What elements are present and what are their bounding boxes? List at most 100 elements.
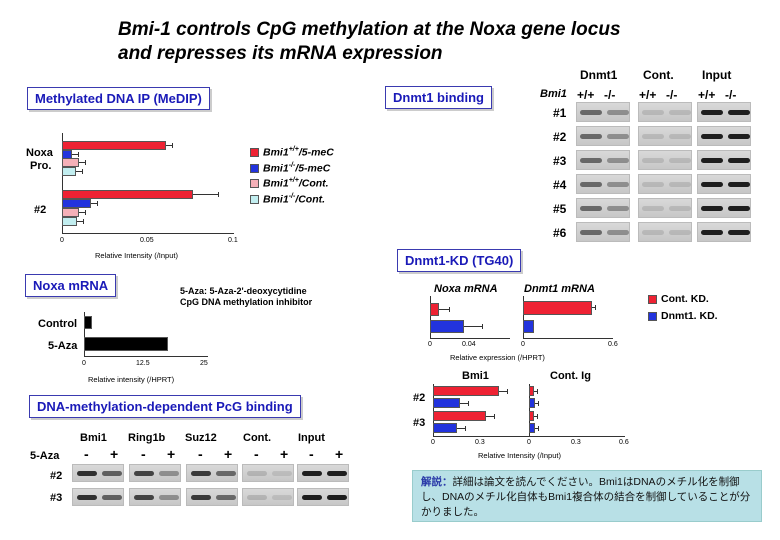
aza-bar-control <box>84 316 92 329</box>
pcg-band-3-0-1 <box>272 471 292 476</box>
dnmt1-band-0-1-0 <box>580 134 602 139</box>
medip-tick-01: 0.1 <box>228 237 238 244</box>
kd-bmi1-cont-bar-3 <box>433 411 486 421</box>
dnmt1-band-1-4-0 <box>642 206 664 211</box>
kd-bmi1-dnmt1-bar-3 <box>433 423 457 433</box>
dnmt1-band-0-3-0 <box>580 182 602 187</box>
aza-note-1: 5-Aza: 5-Aza-2'-deoxycytidine <box>180 286 307 296</box>
dnmt1-row-4: #4 <box>553 178 567 192</box>
kd-contig-tick-06: 0.6 <box>619 439 629 446</box>
kd-noxa-err-1 <box>464 326 482 327</box>
dnmt1-gel-images <box>576 102 776 247</box>
medip-legend: Bmi1+/+/5-meC Bmi1-/-/5-meC Bmi1+/+/Cont… <box>250 146 334 205</box>
title-line-1: Bmi-1 controls CpG methylation at the No… <box>118 19 621 40</box>
dnmt1-gel-1-0 <box>638 102 692 122</box>
kd-chip-err-4 <box>533 391 537 392</box>
kd-legend-dnmt1: Dnmt1. KD. <box>648 310 718 322</box>
pcg-band-1-0-1 <box>159 471 179 476</box>
medip-bar-ko-5mec-2 <box>62 199 91 208</box>
dnmt1-band-1-0-0 <box>642 110 664 115</box>
aza-note-2: CpG DNA methylation inhibitor <box>180 297 313 307</box>
medip-err-0 <box>165 145 172 146</box>
dnmt1-band-0-5-1 <box>607 230 629 235</box>
pcg-sign-0-1: + <box>110 446 119 462</box>
kd-chip-err-4-cap <box>536 389 538 394</box>
dnmt1-row-3: #3 <box>553 154 567 168</box>
medip-bar-wt-5mec-noxa <box>62 141 166 150</box>
pcg-gel-2-1 <box>186 488 238 506</box>
pcg-gel-0-1 <box>72 488 124 506</box>
pcg-sign-2-1: + <box>224 446 233 462</box>
kd-legend: Cont. KD. Dnmt1. KD. <box>648 293 718 322</box>
pcg-sign-3-0: - <box>254 446 259 462</box>
kd-dnmt1-cont-bar <box>523 301 592 315</box>
pcg-band-2-1-0 <box>191 495 211 500</box>
pcg-band-4-1-1 <box>327 495 347 500</box>
pcg-band-2-0-0 <box>191 471 211 476</box>
pcg-band-2-0-1 <box>216 471 236 476</box>
kd-dnmt1-tick-06: 0.6 <box>608 341 618 348</box>
dnmt1-genotype-label: Bmi1 <box>540 88 567 100</box>
dnmt1-gel-0-2 <box>576 150 630 170</box>
medip-err-7-cap <box>83 219 85 224</box>
kd-chip-err-1 <box>460 403 469 404</box>
dnmt1-row-1: #1 <box>553 106 567 120</box>
pcg-gel-0-0 <box>72 464 124 482</box>
kd-chip-err-6 <box>533 416 537 417</box>
noxa-row-control: Control <box>38 318 78 330</box>
dnmt1-gel-1-4 <box>638 198 692 218</box>
medip-err-2 <box>79 162 85 163</box>
kd-dnmt1-xaxis <box>523 338 613 339</box>
kd-chip-err-6-cap <box>536 414 538 419</box>
kd-chip-err-5-cap <box>538 401 540 406</box>
dnmt1-band-0-4-0 <box>580 206 602 211</box>
aza-y-axis <box>84 312 85 356</box>
pcg-gel-4-1 <box>297 488 349 506</box>
kd-contig-cont-bar-3 <box>529 411 534 421</box>
pcg-band-0-1-1 <box>102 495 122 500</box>
kd-legend-cont: Cont. KD. <box>648 293 718 305</box>
legend-swatch-pink <box>250 179 259 189</box>
kd-dnmt1-err-0-cap <box>595 305 596 310</box>
dnmt1-band-2-0-0 <box>701 110 723 115</box>
medip-legend-1: Bmi1+/+/5-meC <box>250 146 334 159</box>
dnmt1-col-input: Input <box>702 68 732 82</box>
dnmt1-band-1-5-0 <box>642 230 664 235</box>
dnmt1-gel-2-0 <box>697 102 751 122</box>
kd-noxa-err-0-cap <box>449 307 450 312</box>
noxa-mrna-chart: 0 12.5 25 <box>82 312 214 372</box>
kd-dnmt1-axis <box>523 296 524 338</box>
kd-contig-tick-03: 0.3 <box>571 439 581 446</box>
medip-err-5-cap <box>96 201 98 206</box>
medip-chart: 0 0.05 0.1 <box>60 133 238 244</box>
dnmt1-band-0-0-0 <box>580 110 602 115</box>
pcg-treat-label: 5-Aza <box>30 450 60 462</box>
dnmt1-row-6: #6 <box>553 226 567 240</box>
dnmt1-band-2-1-0 <box>701 134 723 139</box>
pcg-gel-3-1 <box>242 488 294 506</box>
noxa-mrna-label: Noxa mRNA <box>25 274 117 297</box>
aza-x-axis <box>84 356 208 357</box>
kd-chip-err-7-cap <box>538 426 540 431</box>
dnmt1-gel-1-5 <box>638 222 692 242</box>
kd-legend-swatch-blue <box>648 311 657 321</box>
pcg-band-4-0-1 <box>327 471 347 476</box>
medip-x-axis <box>62 233 234 234</box>
medip-err-3 <box>75 171 82 172</box>
kd-bmi1-cont-bar-2 <box>433 386 499 396</box>
dnmt1-row-5: #5 <box>553 202 567 216</box>
kd-bmi1-tick-0: 0 <box>431 439 435 446</box>
dnmt1-band-0-2-1 <box>607 158 629 163</box>
dnmt1-band-2-0-1 <box>728 110 750 115</box>
pcg-col-bmi1: Bmi1 <box>80 432 107 444</box>
pcg-band-0-1-0 <box>77 495 97 500</box>
pcg-row-3: #3 <box>50 492 63 504</box>
dnmt1-band-1-1-1 <box>669 134 691 139</box>
aza-axis-label: Relative intensity (/HPRT) <box>88 375 175 384</box>
note-text: 詳細は論文を読んでください。Bmi1はDNAのメチル化を制御し、DNAのメチル化… <box>421 476 751 518</box>
kd-noxa-title: Noxa mRNA <box>434 283 498 295</box>
dnmt1-geno-2-0: +/+ <box>698 88 716 102</box>
medip-legend-2: Bmi1-/-/5-meC <box>250 162 334 174</box>
kd-chip-err-0-cap <box>506 389 508 394</box>
kd-noxa-dnmt1-bar <box>430 320 464 333</box>
